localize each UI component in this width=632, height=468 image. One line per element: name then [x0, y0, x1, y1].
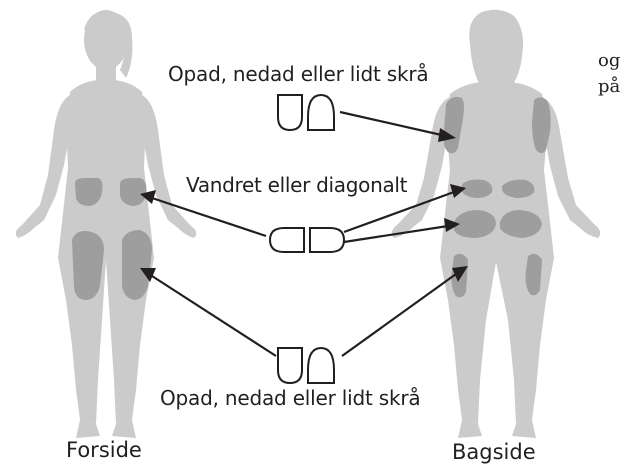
side-text-line-2: på [598, 74, 620, 100]
sensor-pods-top [278, 95, 334, 130]
pod-top-right-icon [308, 95, 334, 130]
cropped-side-text: og på [598, 48, 620, 100]
bottom-orientation-label: Opad, nedad eller lidt skrå [160, 388, 420, 408]
arrow-to-back-upper-arm [340, 112, 446, 136]
back-lower-back-left-zone [462, 180, 492, 199]
middle-orientation-label: Vandret eller diagonalt [186, 175, 407, 195]
pod-bottom-right-icon [308, 348, 334, 383]
arrow-to-front-thigh [152, 276, 276, 356]
front-view-label: Forside [66, 440, 142, 461]
top-orientation-label: Opad, nedad eller lidt skrå [168, 64, 428, 84]
pod-middle-right-icon [310, 228, 344, 252]
front-abdomen-right-zone [120, 178, 146, 206]
sensor-pods-bottom [278, 348, 334, 383]
pod-bottom-left-icon [278, 348, 302, 383]
side-text-line-1: og [598, 48, 620, 74]
arrow-to-back-hip [342, 274, 456, 356]
pod-middle-left-icon [270, 228, 304, 252]
pod-top-left-icon [278, 95, 302, 130]
back-view-label: Bagside [452, 442, 536, 463]
sensor-pods-middle [270, 228, 344, 252]
back-hip-right-zone [526, 254, 543, 296]
